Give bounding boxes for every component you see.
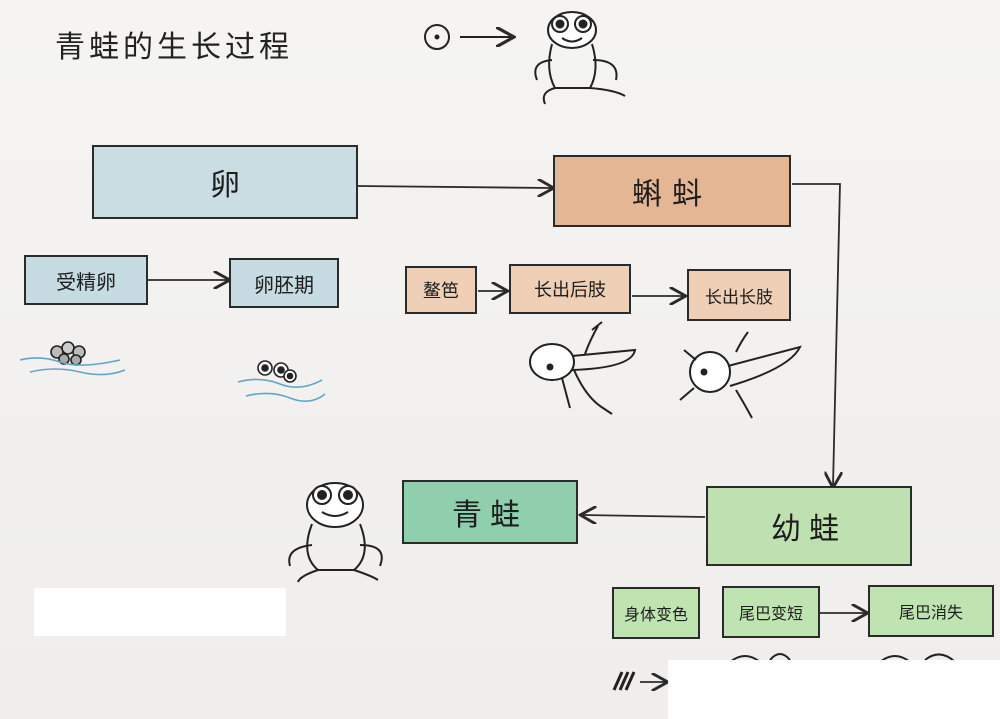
- step-gills: 鳌笆: [405, 266, 477, 314]
- redaction-patch: [668, 660, 1000, 719]
- stage-egg: 卵: [92, 145, 358, 219]
- page-title: 青蛙的生长过程: [55, 30, 293, 65]
- stage-frog-label: 青蛙: [452, 498, 528, 533]
- step-body-color-label: 身体变色: [623, 605, 688, 624]
- step-tail-short: 尾巴变短: [722, 586, 820, 638]
- step-body-color: 身体变色: [612, 587, 700, 639]
- stage-tadpole-label: 蝌蚪: [632, 177, 712, 212]
- step-embryo: 卵胚期: [229, 258, 339, 308]
- redaction-patch: [34, 588, 286, 636]
- step-tail-short-label: 尾巴变短: [738, 604, 803, 623]
- stage-tadpole: 蝌蚪: [553, 155, 791, 227]
- step-front-legs-label: 长出长肢: [705, 287, 773, 308]
- step-tail-gone-label: 尾巴消失: [898, 603, 963, 622]
- step-embryo-label: 卵胚期: [254, 272, 314, 297]
- stage-frog: 青蛙: [402, 480, 578, 544]
- step-front-legs: 长出长肢: [687, 269, 791, 321]
- step-gills-label: 鳌笆: [423, 281, 459, 302]
- step-fertilized-egg: 受精卵: [24, 255, 148, 305]
- stage-froglet: 幼蛙: [706, 486, 912, 566]
- stage-egg-label: 卵: [210, 168, 240, 203]
- step-hind-legs-label: 长出后肢: [534, 280, 606, 301]
- step-hind-legs: 长出后肢: [509, 264, 631, 314]
- step-fertilized-egg-label: 受精卵: [56, 269, 116, 294]
- stage-froglet-label: 幼蛙: [771, 512, 847, 547]
- step-tail-gone: 尾巴消失: [868, 585, 994, 637]
